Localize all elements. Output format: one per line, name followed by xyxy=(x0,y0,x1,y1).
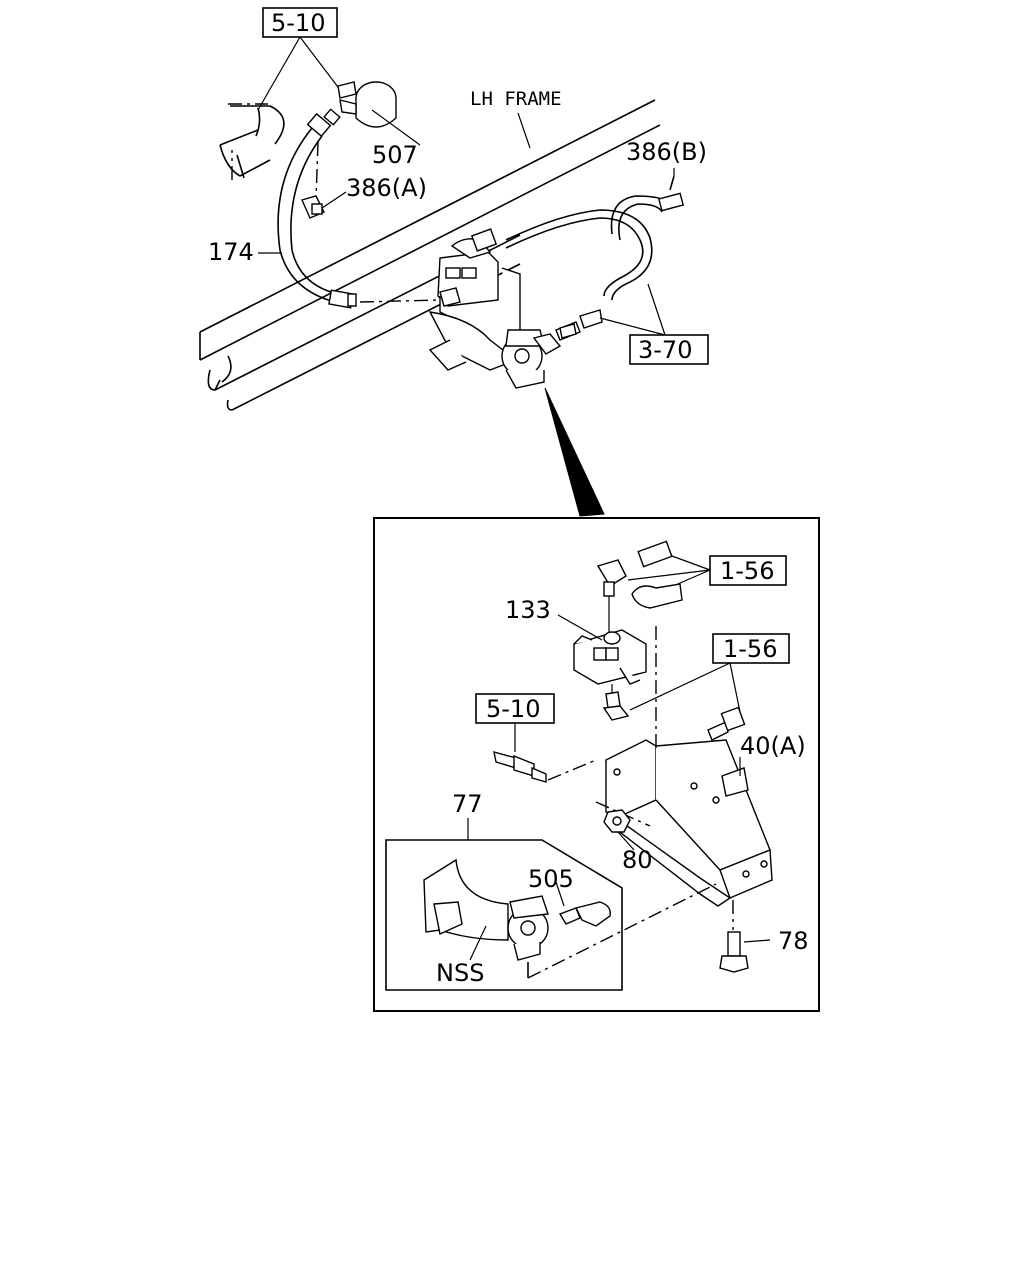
part-40a-label: 40(A) xyxy=(740,732,806,760)
callout-1-56-a: 1-56 xyxy=(627,555,787,591)
part-507-label: 507 xyxy=(372,141,418,169)
valve-133 xyxy=(557,614,647,721)
stud-bolt xyxy=(493,751,597,783)
pipe-386b xyxy=(505,168,685,339)
fitting-elbow-upper xyxy=(596,540,683,632)
clip-386a xyxy=(301,141,347,219)
lh-frame-label: LH FRAME xyxy=(470,88,562,110)
ref-5-10-top-label: 5-10 xyxy=(271,9,325,37)
mount-centerline xyxy=(527,883,717,979)
part-133-label: 133 xyxy=(505,596,551,624)
callout-3-70: 3-70 xyxy=(599,283,709,365)
valve-assembly-top xyxy=(428,228,581,389)
sub-assembly-frame-77 xyxy=(385,839,623,991)
part-174-label: 174 xyxy=(208,238,254,266)
nut-80 xyxy=(595,801,651,851)
part-386a-label: 386(A) xyxy=(346,174,427,202)
callout-5-10-top: 5-10 xyxy=(257,7,345,111)
ref-1-56-b-label: 1-56 xyxy=(723,635,777,663)
bolt-40a-fastener xyxy=(707,706,746,741)
part-nss-label: NSS xyxy=(436,959,484,987)
bracket-40a xyxy=(605,626,773,907)
detail-frame xyxy=(373,517,820,1012)
part-77-label: 77 xyxy=(452,790,483,818)
ref-1-56-a-label: 1-56 xyxy=(720,557,774,585)
cylinder-507 xyxy=(337,81,421,146)
ref-5-10-detail-label: 5-10 xyxy=(486,695,540,723)
callout-1-56-b: 1-56 xyxy=(629,633,790,713)
valve-nss xyxy=(423,858,549,961)
part-505-label: 505 xyxy=(528,865,574,893)
bolt-78 xyxy=(719,900,771,973)
callout-5-10-detail: 5-10 xyxy=(475,693,555,752)
lh-frame-label-group: LH FRAME xyxy=(470,88,562,149)
part-80-label: 80 xyxy=(622,846,653,874)
part-386b-label: 386(B) xyxy=(626,138,707,166)
hose-174 xyxy=(258,108,441,309)
lh-frame-rail xyxy=(199,99,661,411)
elbow-505 xyxy=(555,881,611,927)
detail-pointer-wedge xyxy=(544,387,605,517)
part-78-label: 78 xyxy=(778,927,809,955)
ref-3-70-label: 3-70 xyxy=(638,336,692,364)
